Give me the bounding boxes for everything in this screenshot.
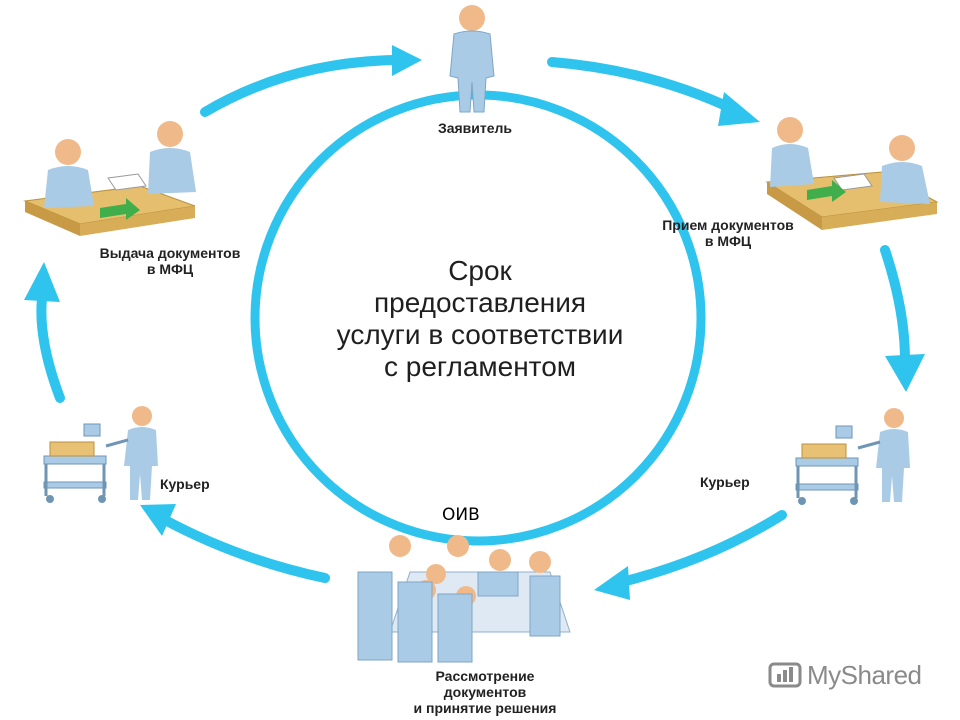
watermark-text: MyShared <box>807 660 922 690</box>
review-meeting-icon <box>357 535 571 663</box>
courier-right-label: Курьер <box>700 474 750 490</box>
arrow-intake-to-courier <box>880 245 925 392</box>
issue-desk-icon <box>23 121 196 236</box>
center-title: Срок предоставления услуги в соответстви… <box>270 255 690 383</box>
courier-left-label: Курьер <box>160 476 210 492</box>
issue-label-line2: в МФЦ <box>146 261 194 277</box>
arrow-courier-to-issue <box>24 262 65 403</box>
issue-label-line1: Выдача документов <box>99 245 241 261</box>
courier-left-icon <box>43 406 158 503</box>
review-label-line1: Рассмотрение <box>435 668 535 684</box>
review-label: Рассмотрение документов и принятие решен… <box>360 668 610 716</box>
applicant-label: Заявитель <box>437 120 513 136</box>
intake-label-line2: в МФЦ <box>704 233 752 249</box>
center-line-1: Срок <box>448 255 512 286</box>
intake-label: Прием документов в МФЦ <box>628 217 828 249</box>
applicant-person-icon <box>449 5 495 113</box>
oiv-label: ОИВ <box>442 505 480 525</box>
center-line-3: услуги в соответствии <box>336 319 624 350</box>
review-label-line3: и принятие решения <box>413 700 557 716</box>
arrow-applicant-to-intake <box>547 57 760 126</box>
arrow-review-to-courier <box>140 504 330 583</box>
intake-desk-icon <box>765 117 939 230</box>
watermark-logo-icon <box>768 662 802 688</box>
arrow-courier-to-review <box>594 510 787 600</box>
center-line-4: с регламентом <box>383 351 577 382</box>
courier-right-icon <box>795 408 910 505</box>
center-line-2: предоставления <box>373 287 587 318</box>
review-label-line2: документов <box>443 684 527 700</box>
intake-label-line1: Прием документов <box>662 217 794 233</box>
arrow-issue-to-applicant <box>200 45 422 117</box>
issue-label: Выдача документов в МФЦ <box>60 245 280 277</box>
